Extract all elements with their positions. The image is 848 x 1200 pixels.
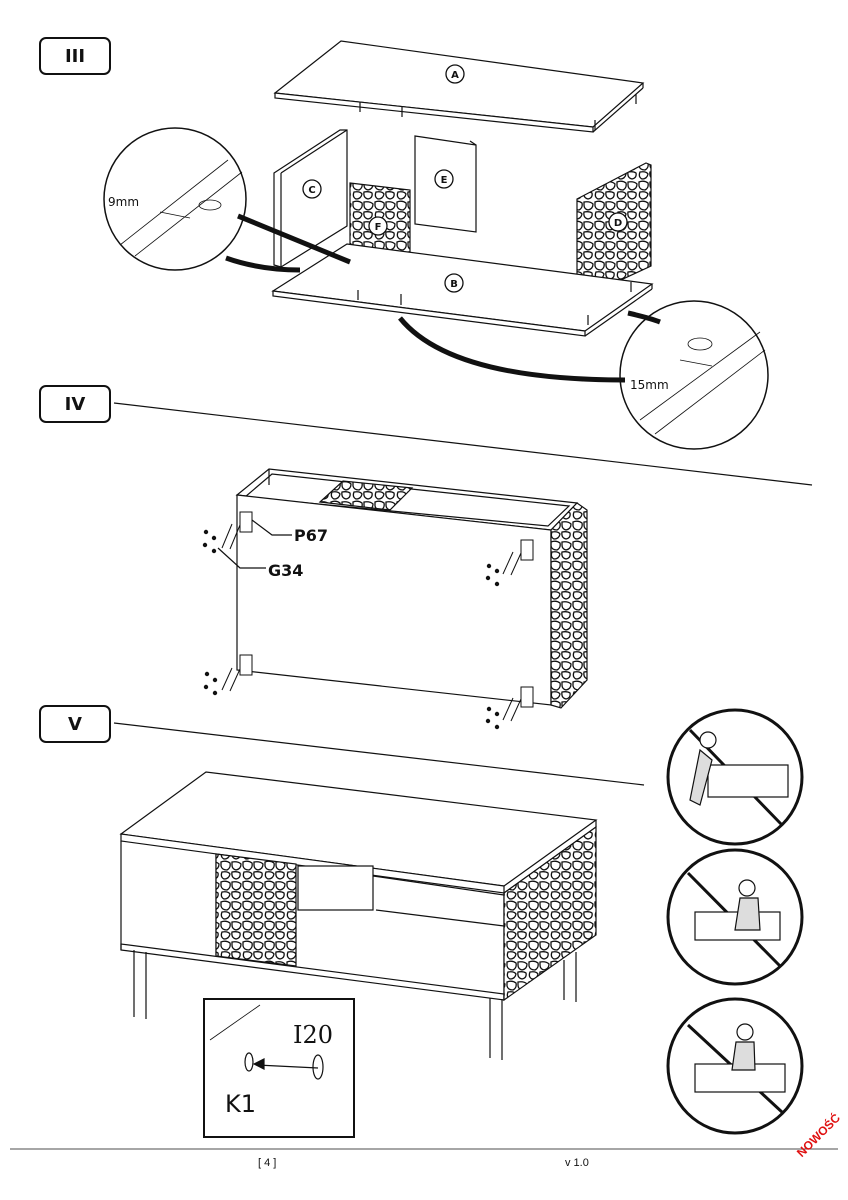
label-a: A <box>451 70 459 81</box>
label-b: B <box>450 279 458 290</box>
stone-side-iv <box>550 502 588 709</box>
label-c: C <box>308 185 315 196</box>
label-f: F <box>375 222 382 233</box>
step-iv-label: IV <box>39 385 111 423</box>
label-d: D <box>614 218 622 229</box>
part-k1: K1 <box>225 1090 256 1118</box>
step-v-label: V <box>39 705 111 743</box>
part-p67: P67 <box>294 526 328 545</box>
part-i20: I20 <box>293 1021 333 1049</box>
measure-15mm: 15mm <box>630 378 669 392</box>
page-number: [ 4 ] <box>258 1157 277 1169</box>
stone-door-v <box>215 853 297 967</box>
measure-9mm: 9mm <box>108 195 139 209</box>
part-g34: G34 <box>268 561 303 580</box>
step-iii-label: III <box>39 37 111 75</box>
stone-side-v <box>503 825 597 1002</box>
pin-detail-box <box>203 998 355 1138</box>
label-e: E <box>441 175 448 186</box>
detail-circle-15mm <box>619 300 769 450</box>
detail-circle-9mm <box>103 127 247 271</box>
version-label: v 1.0 <box>565 1157 589 1169</box>
